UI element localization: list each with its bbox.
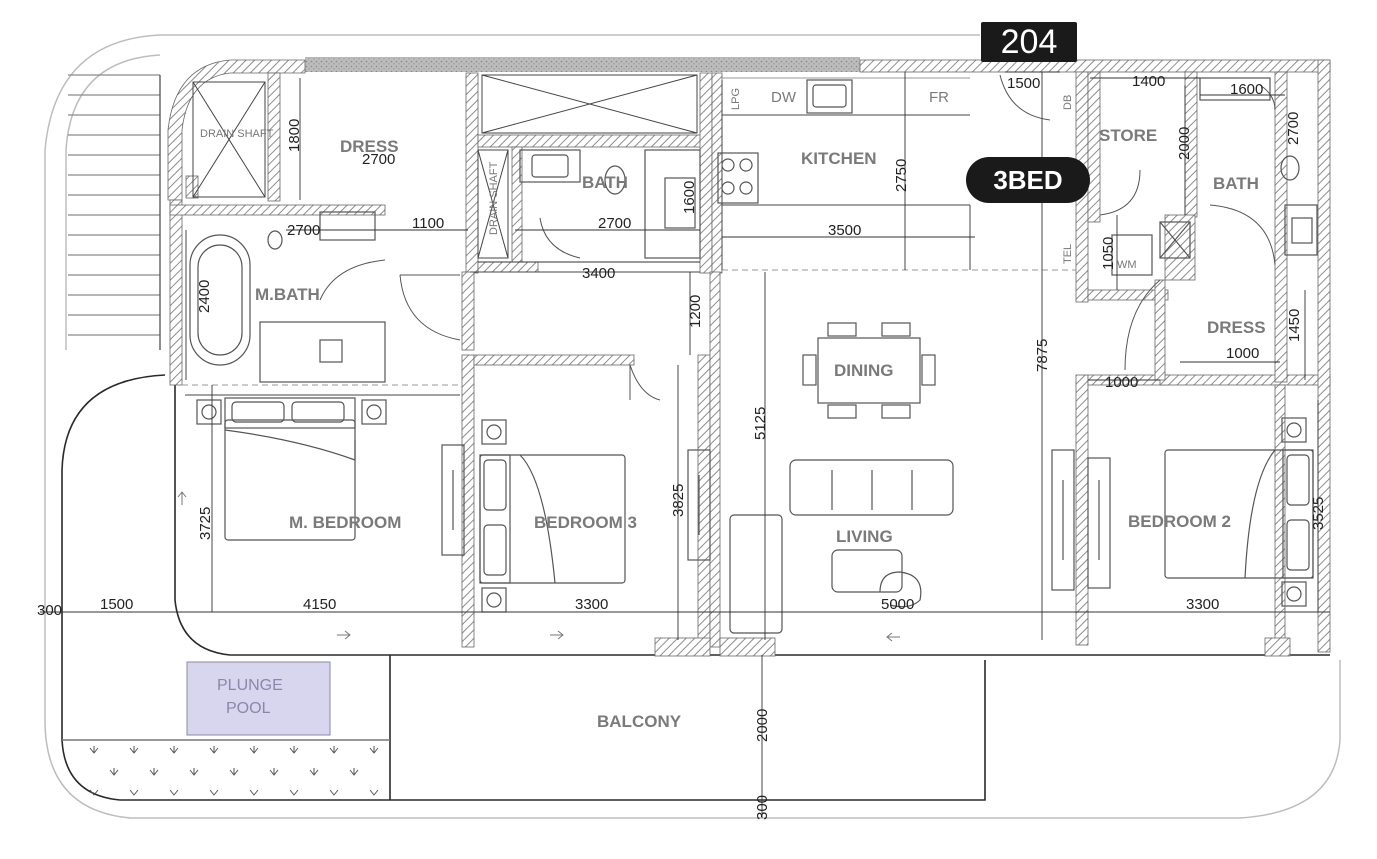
room-label-master-bedroom: M. BEDROOM bbox=[289, 513, 401, 532]
drain-shaft-label-2: DRAIN SHAFT bbox=[488, 161, 500, 235]
top-slab bbox=[305, 57, 860, 72]
room-label-bedroom-3: BEDROOM 3 bbox=[534, 513, 637, 532]
dim-1600-top: 1600 bbox=[1230, 81, 1263, 98]
dim-1200: 1200 bbox=[687, 295, 704, 328]
dim-2700-mbath: 2700 bbox=[287, 222, 320, 239]
dim-3825: 3825 bbox=[670, 484, 687, 517]
doors bbox=[319, 74, 1276, 401]
room-label-bath: BATH bbox=[582, 173, 628, 192]
dim-5000: 5000 bbox=[881, 596, 914, 613]
pool-label-line1: PLUNGE bbox=[217, 677, 283, 694]
fixture-labels: DW FR LPG DB TEL WM bbox=[730, 88, 1137, 271]
room-label-bedroom-2: BEDROOM 2 bbox=[1128, 512, 1231, 531]
dim-3400: 3400 bbox=[582, 265, 615, 282]
room-label-balcony: BALCONY bbox=[597, 712, 682, 731]
outer-terrace-outline bbox=[44, 34, 1341, 819]
dim-1500-left: 1500 bbox=[100, 596, 133, 613]
fixture-label-fr: FR bbox=[929, 89, 949, 106]
dim-3300-bedroom-2: 3300 bbox=[1186, 596, 1219, 613]
pool-label-line2: POOL bbox=[226, 700, 271, 717]
dim-2000-balcony: 2000 bbox=[754, 709, 771, 742]
fixture-label-tel: TEL bbox=[1062, 244, 1074, 264]
dim-4150: 4150 bbox=[303, 596, 336, 613]
dim-1400: 1400 bbox=[1132, 73, 1165, 90]
planter bbox=[89, 746, 379, 796]
dim-2700-right: 2700 bbox=[1285, 112, 1302, 145]
dim-1050: 1050 bbox=[1100, 237, 1117, 270]
dim-1600-bath: 1600 bbox=[681, 181, 698, 214]
fixture-label-db: DB bbox=[1062, 95, 1074, 110]
room-label-master-bath: M.BATH bbox=[255, 285, 320, 304]
unit-number-badge: 204 bbox=[981, 22, 1077, 62]
room-label-kitchen: KITCHEN bbox=[801, 149, 877, 168]
dim-2750: 2750 bbox=[893, 159, 910, 192]
dim-1000-dress: 1000 bbox=[1226, 345, 1259, 362]
room-labels: DRESS KITCHEN STORE BATH BATH M.BATH DRE… bbox=[200, 126, 1266, 731]
stair-louvers bbox=[68, 74, 161, 350]
dim-300-bottom: 300 bbox=[754, 795, 771, 820]
room-label-living: LIVING bbox=[836, 527, 893, 546]
dim-1000: 1000 bbox=[1105, 374, 1138, 391]
dim-2700-dress: 2700 bbox=[362, 151, 395, 168]
dimension-labels: 1800 2700 2700 1100 2700 1600 3400 2750 … bbox=[37, 73, 1327, 820]
dim-3500: 3500 bbox=[828, 222, 861, 239]
room-label-bath-right: BATH bbox=[1213, 174, 1259, 193]
fixture-label-wm: WM bbox=[1117, 259, 1137, 271]
drain-shaft-label: DRAIN SHAFT bbox=[200, 128, 274, 140]
dim-5125: 5125 bbox=[752, 407, 769, 440]
dim-2700-bath: 2700 bbox=[598, 215, 631, 232]
dim-300-left: 300 bbox=[37, 602, 62, 619]
dim-1800: 1800 bbox=[286, 119, 303, 152]
room-label-store: STORE bbox=[1099, 126, 1157, 145]
dim-2000-store: 2000 bbox=[1176, 127, 1193, 160]
dim-7875: 7875 bbox=[1034, 339, 1051, 372]
dim-1500-top: 1500 bbox=[1007, 75, 1040, 92]
furniture bbox=[189, 77, 1318, 634]
dim-3525: 3525 bbox=[1310, 497, 1327, 530]
room-label-dining: DINING bbox=[834, 361, 894, 380]
room-label-dress-right: DRESS bbox=[1207, 318, 1266, 337]
dim-3725: 3725 bbox=[197, 507, 214, 540]
balcony-outline bbox=[61, 374, 1330, 801]
fixture-label-lpg: LPG bbox=[730, 88, 742, 110]
arrows bbox=[177, 491, 900, 642]
room-label-dress: DRESS bbox=[340, 137, 399, 156]
walls bbox=[167, 59, 1331, 657]
dim-1450: 1450 bbox=[1286, 309, 1303, 342]
unit-type-badge: 3BED bbox=[966, 157, 1090, 203]
dim-2400: 2400 bbox=[196, 280, 213, 313]
dim-3300-bedroom-3: 3300 bbox=[575, 596, 608, 613]
dim-1100: 1100 bbox=[412, 215, 444, 232]
interior-lines bbox=[182, 74, 1076, 396]
plunge-pool bbox=[186, 661, 331, 736]
fixture-label-dw: DW bbox=[771, 89, 797, 106]
